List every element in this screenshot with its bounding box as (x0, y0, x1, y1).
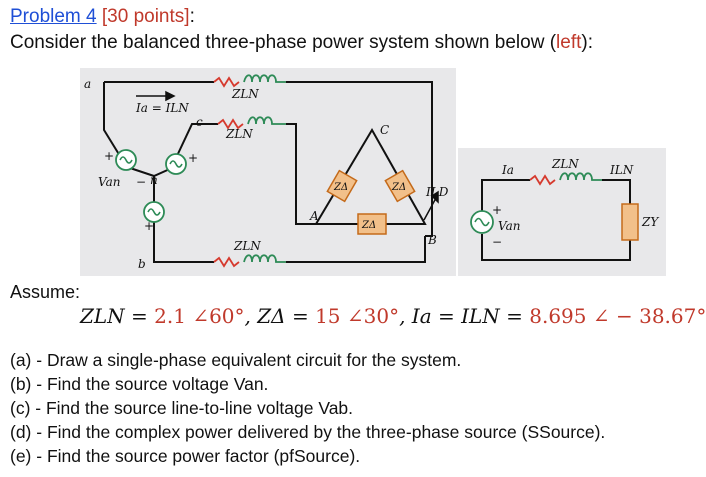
wire-c-right (286, 123, 316, 225)
zdelta-bottom-label: ZΔ (361, 220, 376, 231)
equiv-wire-bottom (481, 234, 631, 261)
equiv-van-label: Van (498, 219, 520, 233)
plus-a: + (104, 149, 114, 163)
plus-b: + (144, 219, 154, 233)
equiv-plus: + (492, 203, 502, 217)
zln-b-inductor (243, 254, 286, 263)
points-label: [30 points] (101, 6, 190, 27)
equiv-wire-top-left (481, 179, 530, 212)
zdelta-right-label: ZΔ (391, 182, 406, 193)
zln-bottom-label: ZLN (233, 239, 261, 253)
node-n-label: n (150, 173, 158, 187)
node-b-label: b (138, 257, 146, 271)
zln-top-label: ZLN (231, 87, 259, 101)
equiv-zln-label: ZLN (551, 157, 579, 171)
ild-label: ILD (425, 185, 449, 199)
ia-eq: , Ia = ILN = (399, 304, 530, 328)
intro-after: ): (581, 32, 593, 53)
wire-a-right (286, 81, 433, 237)
zln-eq: ZLN = (80, 304, 155, 328)
three-phase-circuit-diagram: a b c n A B C Ia = ILN ZLN ZLN ZLN ZΔ ZΔ… (80, 68, 456, 276)
equiv-zln-inductor (559, 172, 602, 181)
zd-eq: , ZΔ = (244, 304, 316, 328)
zdelta-bottom-box (357, 213, 387, 235)
node-c-label: c (196, 115, 203, 129)
node-A-label: A (309, 209, 319, 223)
zln-mid-label: ZLN (225, 127, 253, 141)
problem-number-link[interactable]: Problem 4 (10, 6, 97, 27)
intro-highlight: left (556, 32, 582, 53)
assume-label: Assume: (10, 282, 81, 302)
current-ia-label: Ia = ILN (135, 101, 189, 115)
question-b: (b) - Find the source voltage Van. (10, 374, 269, 394)
equiv-ia-label: Ia (501, 163, 514, 177)
ia-value: 8.695 ∠ − 38.67° (529, 304, 706, 328)
intro-before: Consider the balanced three-phase power … (10, 32, 557, 53)
intro-text: Consider the balanced three-phase power … (10, 32, 593, 54)
equiv-zy-box (621, 203, 639, 241)
question-e: (e) - Find the source power factor (pfSo… (10, 446, 361, 466)
zln-c-resistor (217, 118, 244, 130)
given-values: ZLN = 2.1 ∠60°, ZΔ = 15 ∠30°, Ia = ILN =… (80, 304, 706, 328)
equiv-minus: − (492, 235, 502, 249)
question-d: (d) - Find the complex power delivered b… (10, 422, 606, 442)
zln-a-inductor (243, 74, 286, 83)
wire-b-right (286, 236, 426, 263)
zdelta-right-box (384, 169, 416, 203)
zdelta-left-box (326, 169, 358, 203)
wire-a-down (103, 82, 121, 157)
single-phase-equivalent-diagram: Ia ZLN ILN Van ZY + − (458, 148, 666, 276)
question-a: (a) - Draw a single-phase equivalent cir… (10, 350, 462, 370)
zln-b-resistor (213, 256, 240, 268)
node-a-label: a (84, 77, 91, 91)
zln-a-resistor (213, 76, 240, 88)
equiv-wire-top-right (602, 179, 631, 204)
equiv-iln-label: ILN (609, 163, 634, 177)
problem-title: Problem 4 [30 points]: (10, 6, 195, 28)
wire-c-left (175, 123, 218, 159)
zdelta-left-label: ZΔ (333, 182, 348, 193)
equiv-zln-resistor (529, 174, 556, 186)
equiv-zy-label: ZY (641, 215, 659, 229)
title-colon: : (189, 6, 195, 27)
node-B-label: B (427, 233, 437, 247)
minus-a: − (136, 175, 146, 189)
ild-arrow-line (423, 197, 437, 221)
van-label: Van (98, 175, 120, 189)
ia-arrow-head (165, 90, 176, 102)
zln-value: 2.1 ∠60° (154, 304, 245, 328)
node-C-label: C (380, 123, 389, 137)
plus-c: + (188, 151, 198, 165)
ild-arrow-head (430, 190, 439, 204)
zln-c-inductor (247, 116, 286, 125)
zd-value: 15 ∠30° (315, 304, 400, 328)
question-c: (c) - Find the source line-to-line volta… (10, 398, 354, 418)
